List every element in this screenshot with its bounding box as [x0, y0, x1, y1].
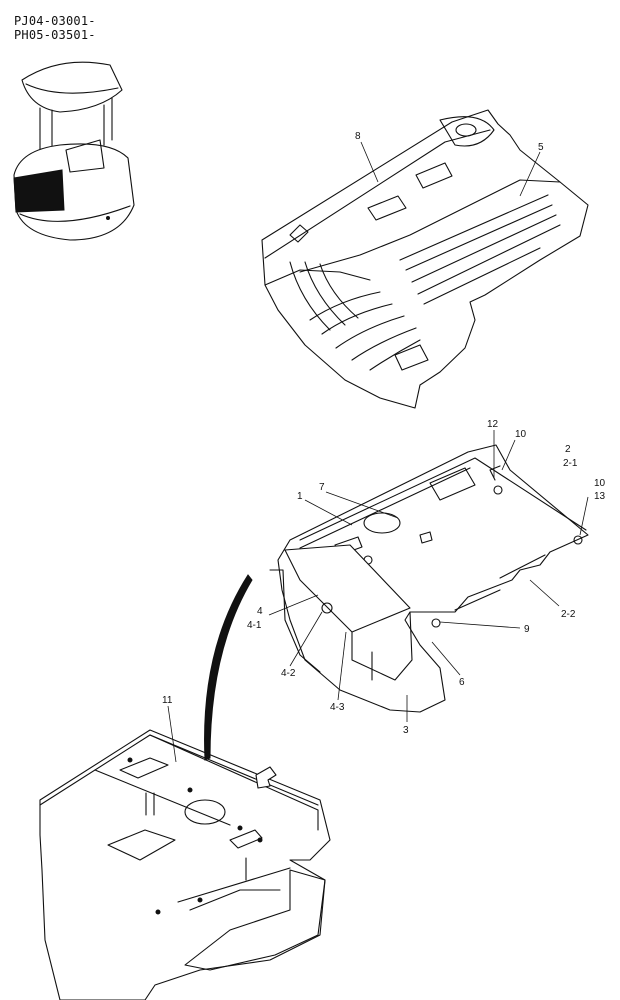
- view-transition-arrow: [204, 574, 253, 761]
- floor-plate-assembly: [269, 444, 589, 713]
- callout-2: 2: [565, 444, 571, 455]
- callout-9: 9: [524, 624, 530, 635]
- callout-10-top: 10: [515, 429, 527, 440]
- floor-mat-illustration: [261, 109, 589, 409]
- serial-range-2: PH05-03501-: [14, 28, 96, 42]
- lower-frame-illustration: [39, 729, 331, 1000]
- callout-11: 11: [162, 695, 173, 706]
- direction-arrow-icon: [255, 766, 277, 789]
- callout-4-3: 4-3: [330, 702, 345, 713]
- callout-5: 5: [538, 142, 544, 153]
- callout-7: 7: [319, 482, 325, 493]
- callout-4: 4: [257, 606, 263, 617]
- callout-4-1: 4-1: [247, 620, 262, 631]
- callout-1: 1: [297, 491, 303, 502]
- callout-2-1: 2-1: [563, 458, 578, 469]
- callout-13: 13: [594, 491, 606, 502]
- callout-12: 12: [487, 419, 499, 430]
- leader-lines: [167, 141, 589, 763]
- callout-2-2: 2-2: [561, 609, 576, 620]
- callout-8: 8: [355, 131, 361, 142]
- callout-4-2: 4-2: [281, 668, 296, 679]
- callout-10-right: 10: [594, 478, 606, 489]
- callout-3: 3: [403, 725, 409, 736]
- machine-overview-illustration: [13, 61, 135, 241]
- serial-range-1: PJ04-03001-: [14, 14, 96, 28]
- callout-6: 6: [459, 677, 465, 688]
